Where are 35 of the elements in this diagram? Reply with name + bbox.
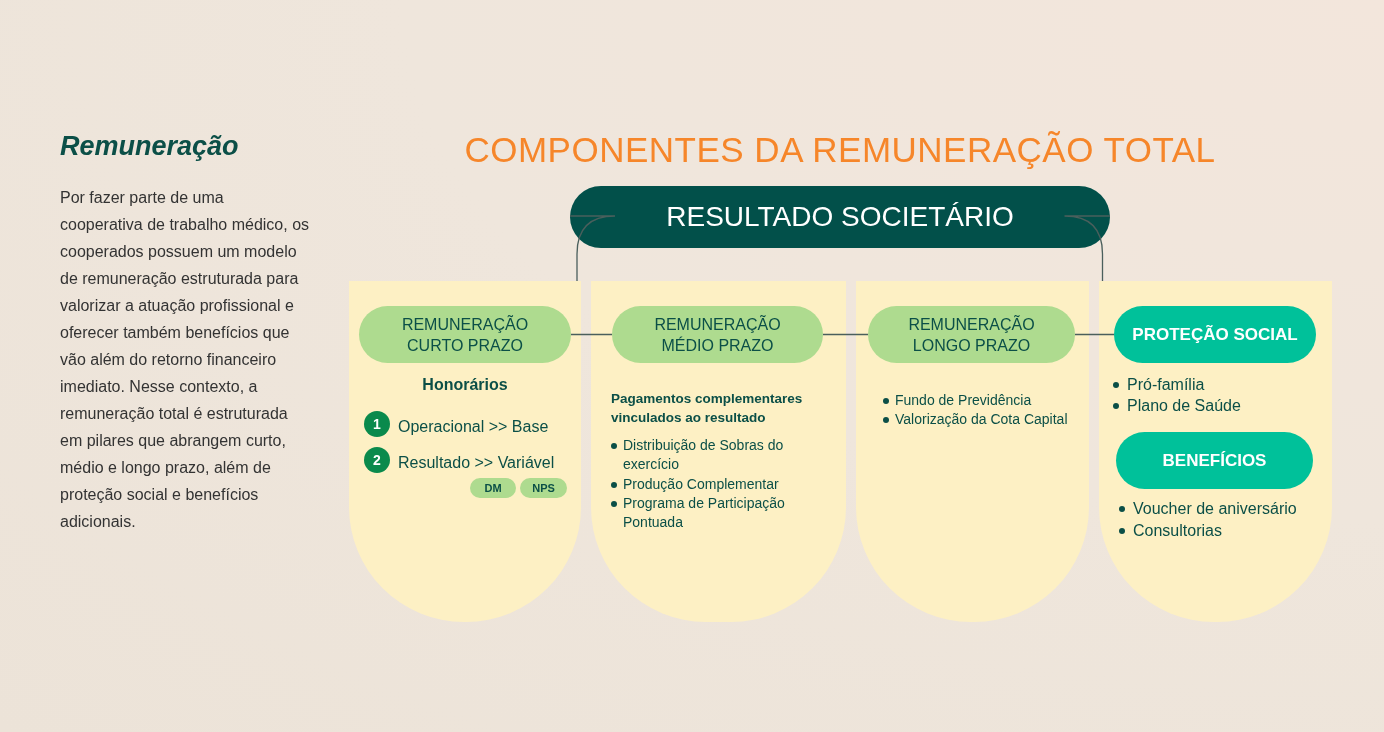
number-badge: 2 bbox=[364, 447, 390, 473]
category-pill: REMUNERAÇÃO CURTO PRAZO bbox=[359, 306, 571, 363]
header-pill: RESULTADO SOCIETÁRIO bbox=[570, 186, 1110, 248]
tag-chip: NPS bbox=[520, 478, 567, 498]
connector-line bbox=[1063, 215, 1111, 282]
connector-line bbox=[822, 333, 869, 336]
list-item: Distribuição de Sobras do exercício bbox=[611, 436, 826, 474]
section-heading: Remuneração bbox=[60, 130, 239, 163]
category-pill: REMUNERAÇÃO MÉDIO PRAZO bbox=[612, 306, 823, 363]
list-item: Voucher de aniversário bbox=[1119, 498, 1331, 519]
column-panel bbox=[349, 281, 581, 622]
item-text: Operacional >> Base bbox=[398, 417, 550, 437]
column-panel bbox=[856, 281, 1089, 622]
tag-chip: DM bbox=[470, 478, 516, 498]
list-item: Produção Complementar bbox=[611, 475, 826, 494]
category-pill: REMUNERAÇÃO LONGO PRAZO bbox=[868, 306, 1075, 363]
list-item: Valorização da Cota Capital bbox=[883, 410, 1073, 429]
list-item: Programa de Participação Pontuada bbox=[611, 494, 826, 532]
list-item: Pró-família bbox=[1113, 374, 1323, 395]
column-panel bbox=[1099, 281, 1332, 622]
connector-line bbox=[569, 215, 616, 282]
column-subheading: Pagamentos complementares vinculados ao resultado bbox=[611, 390, 804, 427]
connector-line bbox=[570, 333, 613, 336]
category-pill: BENEFÍCIOS bbox=[1116, 432, 1313, 489]
connector-line bbox=[1074, 333, 1115, 336]
column-heading: Honorários bbox=[421, 375, 509, 395]
diagram-title: COMPONENTES DA REMUNERAÇÃO TOTAL bbox=[463, 129, 1217, 171]
intro-paragraph: Por fazer parte de uma cooperativa de trabalho médico, os cooperados possuem um modelo de remuneração estruturada para valorizar a atuação profissional e oferecer também benefícios que vão além do retorno financeiro imediato. Nesse contexto, a remuneração total é estruturada em pilares que abrangem curto, médio e longo prazo, além de proteção social e benefícios adicionais. bbox=[60, 188, 310, 532]
list-item: Fundo de Previdência bbox=[883, 391, 1083, 410]
column-panel bbox=[591, 281, 846, 622]
list-item: Plano de Saúde bbox=[1113, 395, 1323, 416]
number-badge: 1 bbox=[364, 411, 390, 437]
item-text: Resultado >> Variável bbox=[398, 453, 556, 473]
category-pill: PROTEÇÃO SOCIAL bbox=[1114, 306, 1316, 363]
list-item: Consultorias bbox=[1119, 520, 1331, 541]
